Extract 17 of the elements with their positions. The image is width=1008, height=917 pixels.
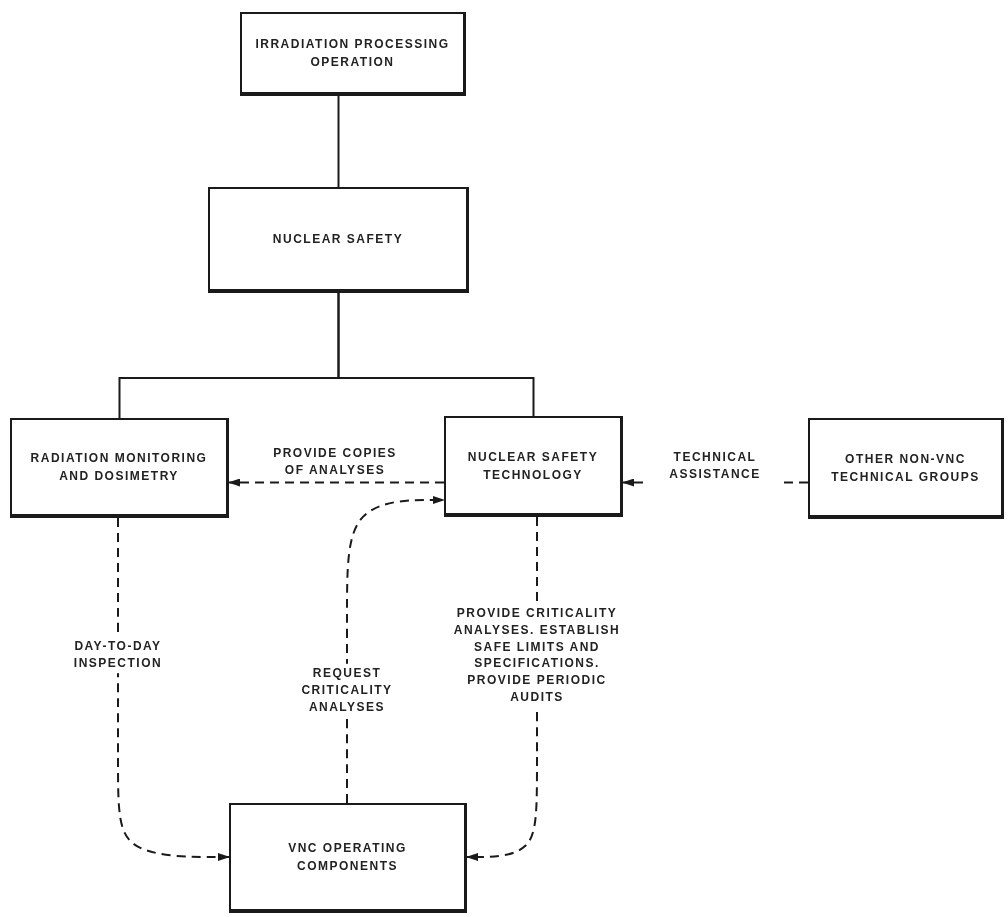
- box-label: RADIATION MONITORING AND DOSIMETRY: [29, 450, 209, 485]
- connector-line: [337, 95, 340, 188]
- connector-line: [337, 292, 535, 417]
- box-label: IRRADIATION PROCESSING OPERATION: [254, 36, 451, 71]
- arrow: [346, 496, 445, 804]
- process-box: [808, 418, 1004, 519]
- box-label: NUCLEAR SAFETY TECHNOLOGY: [466, 448, 600, 484]
- process-box: [208, 187, 469, 293]
- arrow: [228, 478, 445, 487]
- arrow: [117, 517, 230, 861]
- box-label: OTHER NON-VNC TECHNICAL GROUPS: [830, 450, 981, 486]
- process-box: [229, 803, 467, 913]
- box-label: NUCLEAR SAFETY: [271, 231, 405, 248]
- box-label: VNC OPERATING COMPONENTS: [287, 840, 408, 875]
- process-box: [444, 416, 623, 517]
- process-box: [240, 12, 466, 96]
- process-box: [10, 418, 229, 518]
